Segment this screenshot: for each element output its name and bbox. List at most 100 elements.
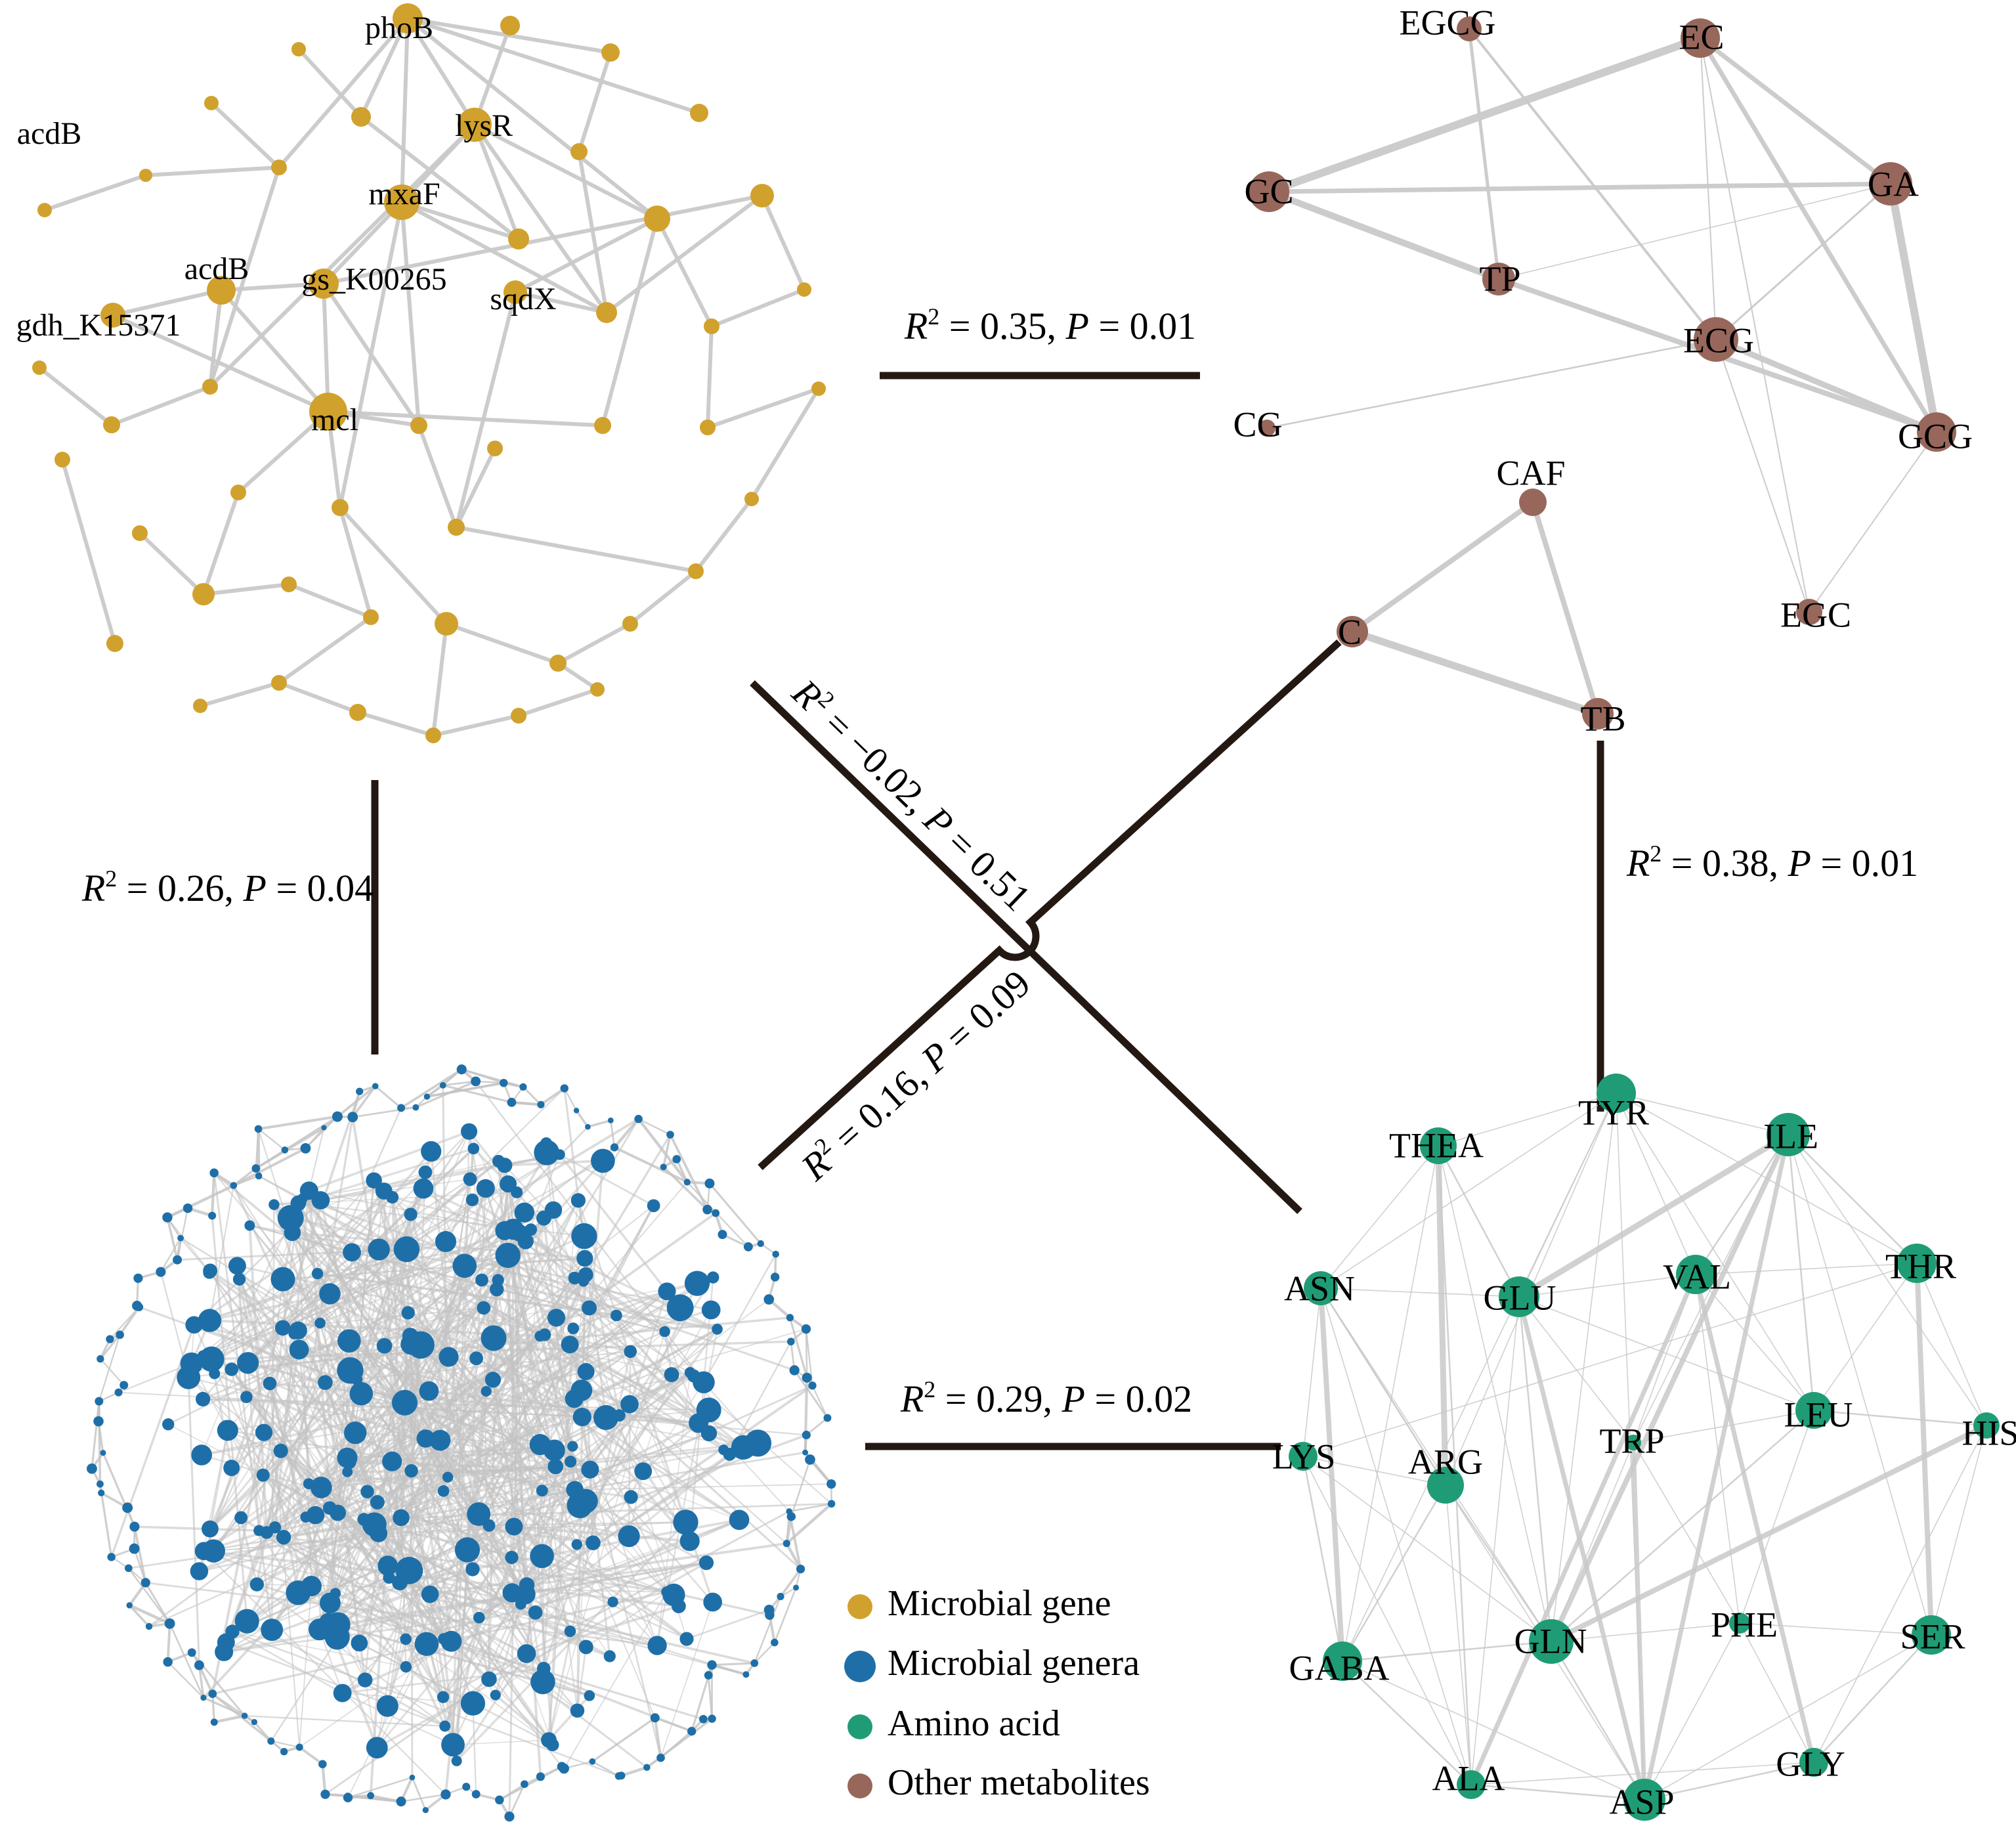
genera-node <box>395 1557 423 1584</box>
legend-dot-metab-icon <box>847 1773 872 1798</box>
genera-node <box>568 1271 582 1285</box>
amino-edge <box>1320 1093 1617 1289</box>
genera-edge <box>378 1521 686 1534</box>
genera-node <box>209 1168 219 1178</box>
amino-node-THR <box>1897 1244 1937 1283</box>
amino-node-TRP <box>1625 1435 1641 1450</box>
amino-label-GLN: GLN <box>1514 1621 1587 1661</box>
genera-edge <box>99 1334 121 1360</box>
genera-node <box>786 1337 795 1346</box>
genera-edge <box>461 1068 524 1089</box>
genera-node <box>320 1789 330 1799</box>
genera-node <box>87 1463 97 1474</box>
gene-node <box>271 160 287 175</box>
genera-edge <box>213 1171 422 1346</box>
genera-edge <box>785 1542 802 1570</box>
genera-node <box>208 1689 217 1699</box>
genera-edge <box>166 1623 171 1663</box>
gene-edge <box>322 282 330 414</box>
genera-node <box>666 1131 674 1139</box>
gene-node <box>594 417 611 434</box>
genera-edge <box>293 1248 408 1335</box>
gene-node <box>744 492 759 506</box>
genera-node <box>177 1234 184 1242</box>
genera-node <box>572 1408 591 1427</box>
amino-edge <box>1813 1263 1918 1411</box>
genera-node <box>742 1671 750 1678</box>
genera-edge <box>270 1740 300 1749</box>
amino-edge <box>1320 1288 1520 1297</box>
genera-node <box>765 1610 775 1620</box>
stats-label-genera-amino: R2 = 0.29, P = 0.02 <box>900 1376 1192 1420</box>
amino-label-TRP: TRP <box>1599 1421 1664 1460</box>
gene-edge <box>473 24 512 127</box>
genera-edge <box>584 1134 672 1276</box>
genera-node <box>119 1381 129 1390</box>
genera-node <box>195 1391 211 1406</box>
gene-node <box>37 203 52 217</box>
genera-node <box>467 1142 480 1155</box>
genera-edge <box>398 1313 410 1583</box>
amino-edge <box>1914 1261 1934 1638</box>
metab-node-ECG <box>1694 317 1738 362</box>
genera-node <box>465 1193 479 1207</box>
genera-node <box>182 1203 193 1213</box>
metab-node-CAF <box>1519 489 1547 516</box>
genera-node <box>650 1713 660 1723</box>
genera-edge <box>811 1385 828 1418</box>
gene-edge <box>322 200 404 286</box>
genera-edge <box>429 1542 787 1596</box>
gene-node <box>704 318 719 334</box>
gene-node <box>570 143 588 160</box>
genera-node <box>241 1712 248 1719</box>
genera-node <box>215 1642 234 1661</box>
gene-label-mcl: mcl <box>311 402 358 437</box>
genera-node <box>376 1337 393 1354</box>
genera-edge <box>614 1146 688 1184</box>
genera-edge <box>232 1630 619 1777</box>
genera-node <box>232 1272 246 1286</box>
metab-edges <box>1265 27 1941 718</box>
amino-edge <box>1341 1484 1447 1663</box>
genera-edge <box>258 1175 303 1200</box>
genera-edge <box>669 1134 709 1211</box>
genera-node <box>198 1309 222 1332</box>
genera-node <box>367 1792 375 1800</box>
metab-edge <box>1468 28 1717 341</box>
genera-node <box>500 1175 517 1193</box>
genera-node <box>614 1772 623 1780</box>
gene-node-lysR <box>458 108 492 142</box>
amino-edge <box>1341 1640 1553 1663</box>
genera-node <box>190 1562 209 1580</box>
genera-edge <box>790 1459 811 1517</box>
gene-node <box>32 360 47 375</box>
gene-edge <box>628 569 698 626</box>
gene-node <box>192 583 215 605</box>
gene-node-gdh_K15371 <box>100 303 125 328</box>
gene-node <box>590 682 605 697</box>
genera-edge <box>236 1265 247 1397</box>
metab-edge <box>1530 500 1600 716</box>
metab-edge <box>1715 339 1810 613</box>
genera-edge <box>321 1442 758 1489</box>
genera-node <box>347 1112 358 1123</box>
genera-node <box>700 1425 718 1442</box>
genera-node <box>306 1506 325 1525</box>
gene-edge <box>400 16 410 204</box>
genera-node <box>191 1445 213 1466</box>
stats-sup2: 2 <box>924 1376 935 1402</box>
genera-node <box>396 1796 406 1807</box>
amino-edge <box>1302 1456 1446 1486</box>
genera-node <box>261 1619 284 1641</box>
genera-node <box>591 1148 615 1173</box>
amino-node-ASP <box>1623 1779 1665 1821</box>
genera-edge <box>133 1526 147 1583</box>
gene-node <box>622 616 638 632</box>
amino-edge <box>1437 1144 1472 1786</box>
genera-node <box>225 1362 239 1376</box>
genera-node <box>560 1084 568 1093</box>
genera-node <box>521 1780 528 1789</box>
genera-node <box>413 1178 434 1199</box>
amino-label-ASP: ASP <box>1609 1782 1674 1821</box>
genera-node <box>273 1443 288 1458</box>
